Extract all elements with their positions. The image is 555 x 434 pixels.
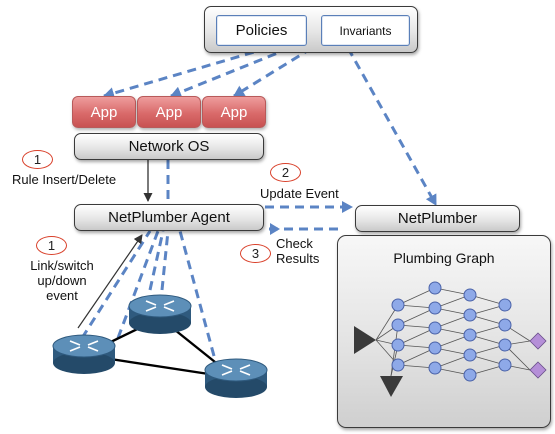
netplumber-agent-label: NetPlumber Agent [108,209,230,226]
graph-edge [397,327,436,346]
spec-dashed-lines [80,46,438,357]
graph-node [428,341,442,355]
link-event-label: Link/switch up/down event [22,258,102,303]
graph-node [391,358,405,372]
network-os-box[interactable]: Network OS [74,133,264,160]
update-event-label: Update Event [260,186,339,201]
app-box-3[interactable]: App [202,96,266,128]
netplumber-label: NetPlumber [397,210,478,227]
graph-node [463,368,477,382]
invariants-box[interactable]: Invariants [321,15,410,46]
step-1-link-number: 1 [47,238,56,253]
step-3-number: 3 [251,246,260,261]
graph-edge [397,287,436,306]
graph-node [428,281,442,295]
app-label-1: App [90,103,118,121]
triangle-marker-icon [354,326,376,354]
graph-edge [397,307,436,326]
graph-node [463,288,477,302]
triangle-marker-icon [380,376,403,397]
link-event-line-2: up/down [37,273,87,288]
graph-node [498,298,512,312]
router-icon [52,334,116,374]
app-label-2: App [155,103,183,121]
link-event-arrow [77,234,143,329]
router-icon [204,358,268,398]
graph-node [428,321,442,335]
network-os-label: Network OS [128,138,210,155]
step-1-rule-number: 1 [33,152,42,167]
check-results-line-2: Results [276,251,320,266]
graph-node [498,318,512,332]
netplumber-box[interactable]: NetPlumber [355,205,520,232]
check-results-label: Check Results [276,236,319,266]
graph-node [498,338,512,352]
step-3-badge: 3 [240,244,271,263]
graph-node [391,338,405,352]
graph-edge [375,304,399,341]
plumbing-graph-label: Plumbing Graph [393,250,495,266]
app-box-1[interactable]: App [72,96,136,128]
policies-label: Policies [235,22,288,39]
graph-node [463,328,477,342]
step-2-number: 2 [281,165,290,180]
step-1-link-badge: 1 [36,236,67,255]
diamond-marker-icon [529,361,547,379]
diamond-marker-icon [529,332,547,350]
plumbing-graph-nodes [391,281,512,382]
graph-node [463,308,477,322]
graph-node [428,361,442,375]
invariants-label: Invariants [339,23,392,38]
app-label-3: App [220,103,248,121]
graph-node [463,348,477,362]
step-1-rule-badge: 1 [22,150,53,169]
netplumber-agent-box[interactable]: NetPlumber Agent [74,204,264,231]
link-event-line-3: event [46,288,78,303]
policies-box[interactable]: Policies [216,15,307,46]
router-icon [128,294,192,334]
app-box-2[interactable]: App [137,96,201,128]
graph-node [391,298,405,312]
graph-edge [397,347,436,366]
step-2-badge: 2 [270,163,301,182]
graph-node [498,358,512,372]
rule-insert-label: Rule Insert/Delete [12,172,117,187]
graph-node [428,301,442,315]
graph-node [391,318,405,332]
link-event-line-1: Link/switch [30,258,94,273]
check-results-line-1: Check [276,236,313,251]
